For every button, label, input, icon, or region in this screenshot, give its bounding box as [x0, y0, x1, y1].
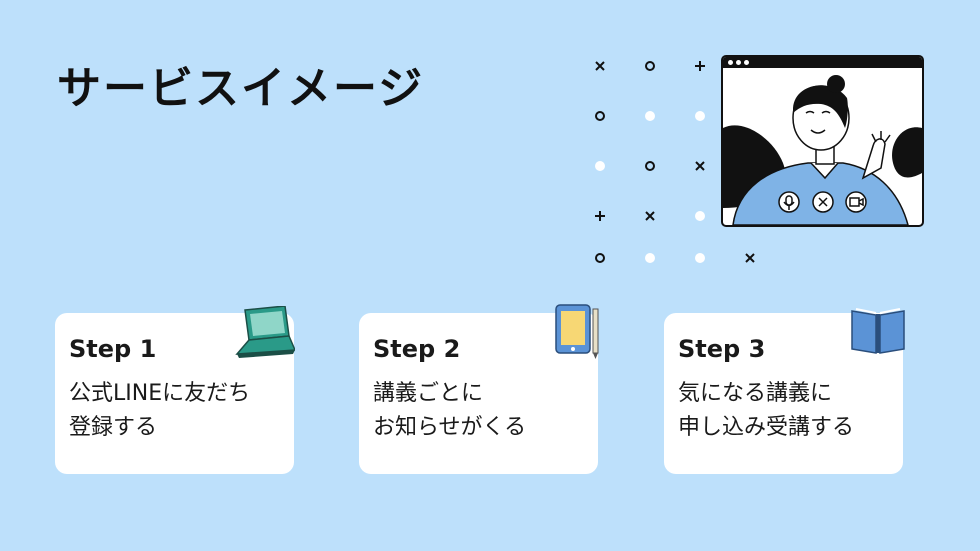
step-card-2: Step 2 講義ごとに お知らせがくる: [359, 304, 599, 474]
step-description: 公式LINEに友だち 登録する: [69, 381, 251, 440]
tablet-icon: [555, 304, 599, 359]
step-label: Step 2: [373, 335, 461, 363]
laptop-icon: [235, 306, 295, 358]
step-label: Step 3: [678, 335, 766, 363]
video-call-illustration: [721, 55, 924, 227]
step-label: Step 1: [69, 335, 157, 363]
book-icon: [851, 308, 905, 354]
step-description: 気になる講義に 申し込み受講する: [678, 381, 855, 440]
camera-icon: [845, 191, 867, 213]
step-card-1: Step 1 公式LINEに友だち 登録する: [55, 306, 295, 474]
step-description: 講義ごとに お知らせがくる: [373, 381, 527, 440]
step-card-3: Step 3 気になる講義に 申し込み受講する: [664, 308, 905, 474]
microphone-icon: [778, 191, 800, 213]
call-controls: [778, 190, 888, 214]
window-title-bar: [723, 57, 922, 68]
page-title: サービスイメージ: [57, 63, 425, 114]
